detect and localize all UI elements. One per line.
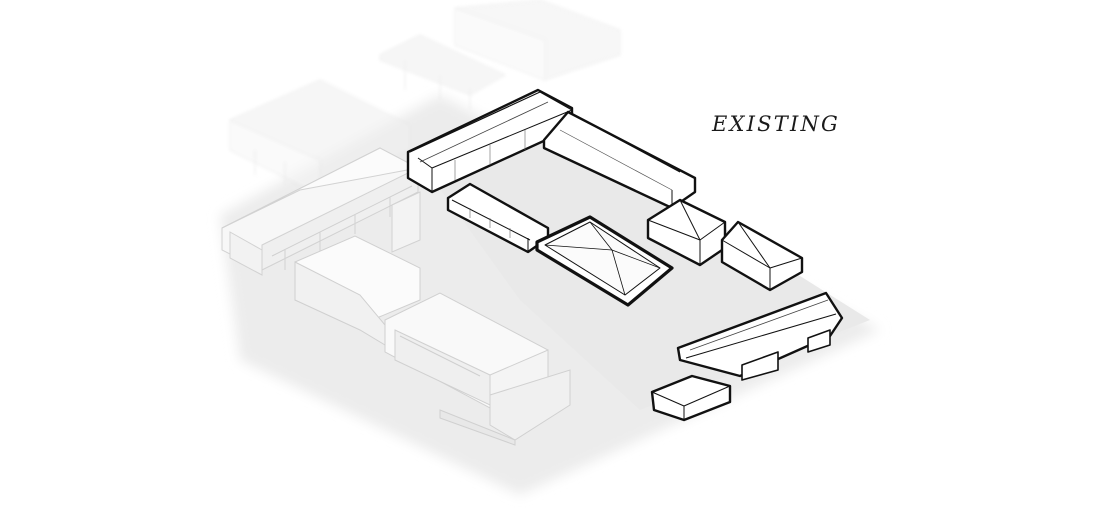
- existing-building-5: [720, 220, 804, 292]
- existing-building-6: [676, 291, 844, 381]
- context-building-left-large: [221, 147, 421, 276]
- existing-building-7: [650, 374, 732, 422]
- existing-building-hip-roof: [535, 215, 674, 307]
- drawing-label: EXISTING: [712, 112, 841, 136]
- existing-building-2: [542, 110, 697, 210]
- context-building-bottom-left: [294, 235, 571, 446]
